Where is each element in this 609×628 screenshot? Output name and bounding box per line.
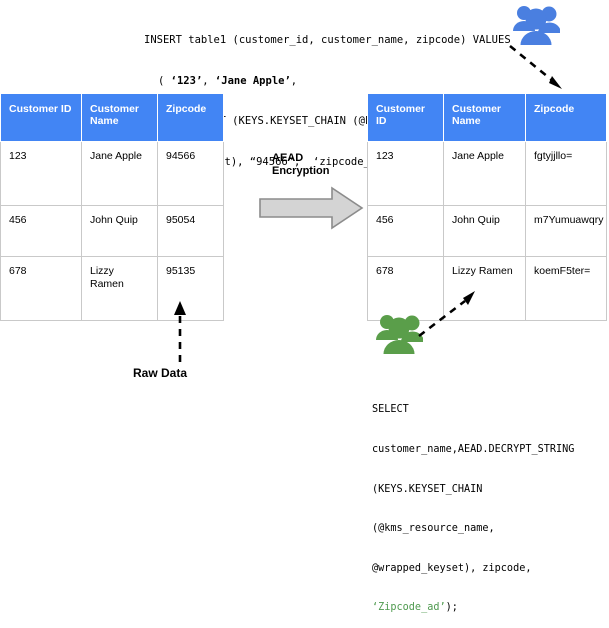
dashed-up-right-arrow-icon-select bbox=[415, 288, 485, 345]
cell-customer-name: Jane Apple bbox=[81, 141, 158, 206]
cell-zipcode: fgtyjjllo= bbox=[525, 141, 607, 206]
table-row: 456 John Quip 95054 bbox=[0, 205, 224, 257]
column-header-zipcode: Zipcode bbox=[157, 93, 224, 142]
people-group-icon-insert bbox=[512, 1, 561, 52]
raw-data-label: Raw Data bbox=[133, 366, 188, 380]
column-header-zipcode: Zipcode bbox=[525, 93, 607, 142]
select-line-2: customer_name,AEAD.DECRYPT_STRING bbox=[372, 444, 575, 456]
table-row: 678 Lizzy Ramen koemF5ter= bbox=[367, 256, 607, 321]
table-row: 678 Lizzy Ramen 95135 bbox=[0, 256, 224, 321]
column-header-customer-name: Customer Name bbox=[443, 93, 526, 142]
select-line-1: SELECT bbox=[372, 404, 409, 416]
select-line-4: (@kms_resource_name, bbox=[372, 523, 495, 535]
cell-customer-name: John Quip bbox=[81, 205, 158, 257]
cell-customer-id: 456 bbox=[367, 205, 444, 257]
cell-customer-name: Jane Apple bbox=[443, 141, 526, 206]
insert-line-2-prefix: ( bbox=[158, 74, 171, 87]
cell-customer-id: 678 bbox=[0, 256, 82, 321]
table-header-row: Customer ID Customer Name Zipcode bbox=[0, 93, 224, 142]
cell-customer-name: John Quip bbox=[443, 205, 526, 257]
select-line-6: ‘Zipcode_ad’); bbox=[372, 601, 574, 614]
insert-line-1: INSERT table1 (customer_id, customer_nam… bbox=[144, 34, 511, 46]
insert-literal-customer-name: ‘Jane Apple’ bbox=[214, 74, 291, 87]
column-header-customer-id: Customer ID bbox=[0, 93, 82, 142]
select-statement-code: SELECT customer_name,AEAD.DECRYPT_STRING… bbox=[372, 377, 574, 628]
cell-customer-id: 123 bbox=[0, 141, 82, 206]
insert-line-2: ( ‘123’, ‘Jane Apple’, bbox=[158, 75, 511, 89]
people-group-icon-select bbox=[375, 310, 424, 361]
select-literal-zipcode-ad: ‘Zipcode_ad’ bbox=[372, 602, 446, 614]
column-header-customer-id: Customer ID bbox=[367, 93, 444, 142]
cell-zipcode: m7Yumuawqry bbox=[525, 205, 607, 257]
column-header-customer-name: Customer Name bbox=[81, 93, 158, 142]
select-line-3: (KEYS.KEYSET_CHAIN bbox=[372, 483, 483, 495]
cell-customer-id: 678 bbox=[367, 256, 444, 321]
right-block-arrow-icon bbox=[258, 186, 364, 235]
select-line-6-suffix: ); bbox=[445, 602, 458, 614]
insert-line-2-mid: , bbox=[202, 74, 215, 87]
dashed-up-arrow-icon bbox=[170, 300, 190, 369]
table-row: 123 Jane Apple 94566 bbox=[0, 141, 224, 206]
select-line-5: @wrapped_keyset), zipcode, bbox=[372, 562, 532, 574]
encrypted-data-table: Customer ID Customer Name Zipcode 123 Ja… bbox=[367, 93, 607, 321]
cell-customer-id: 456 bbox=[0, 205, 82, 257]
cell-customer-name: Lizzy Ramen bbox=[443, 256, 526, 321]
cell-zipcode: 94566 bbox=[157, 141, 224, 206]
raw-data-table: Customer ID Customer Name Zipcode 123 Ja… bbox=[0, 93, 224, 321]
cell-customer-name: Lizzy Ramen bbox=[81, 256, 158, 321]
table-header-row: Customer ID Customer Name Zipcode bbox=[367, 93, 607, 142]
cell-zipcode: 95054 bbox=[157, 205, 224, 257]
insert-line-2-suffix: , bbox=[290, 74, 298, 87]
table-row: 123 Jane Apple fgtyjjllo= bbox=[367, 141, 607, 206]
insert-literal-customer-id: ‘123’ bbox=[170, 74, 203, 87]
dashed-down-right-arrow-icon-insert bbox=[500, 42, 570, 99]
cell-customer-id: 123 bbox=[367, 141, 444, 206]
aead-encryption-label: AEAD Encryption bbox=[272, 152, 330, 177]
cell-zipcode: 95135 bbox=[157, 256, 224, 321]
cell-zipcode: koemF5ter= bbox=[525, 256, 607, 321]
table-row: 456 John Quip m7Yumuawqry bbox=[367, 205, 607, 257]
